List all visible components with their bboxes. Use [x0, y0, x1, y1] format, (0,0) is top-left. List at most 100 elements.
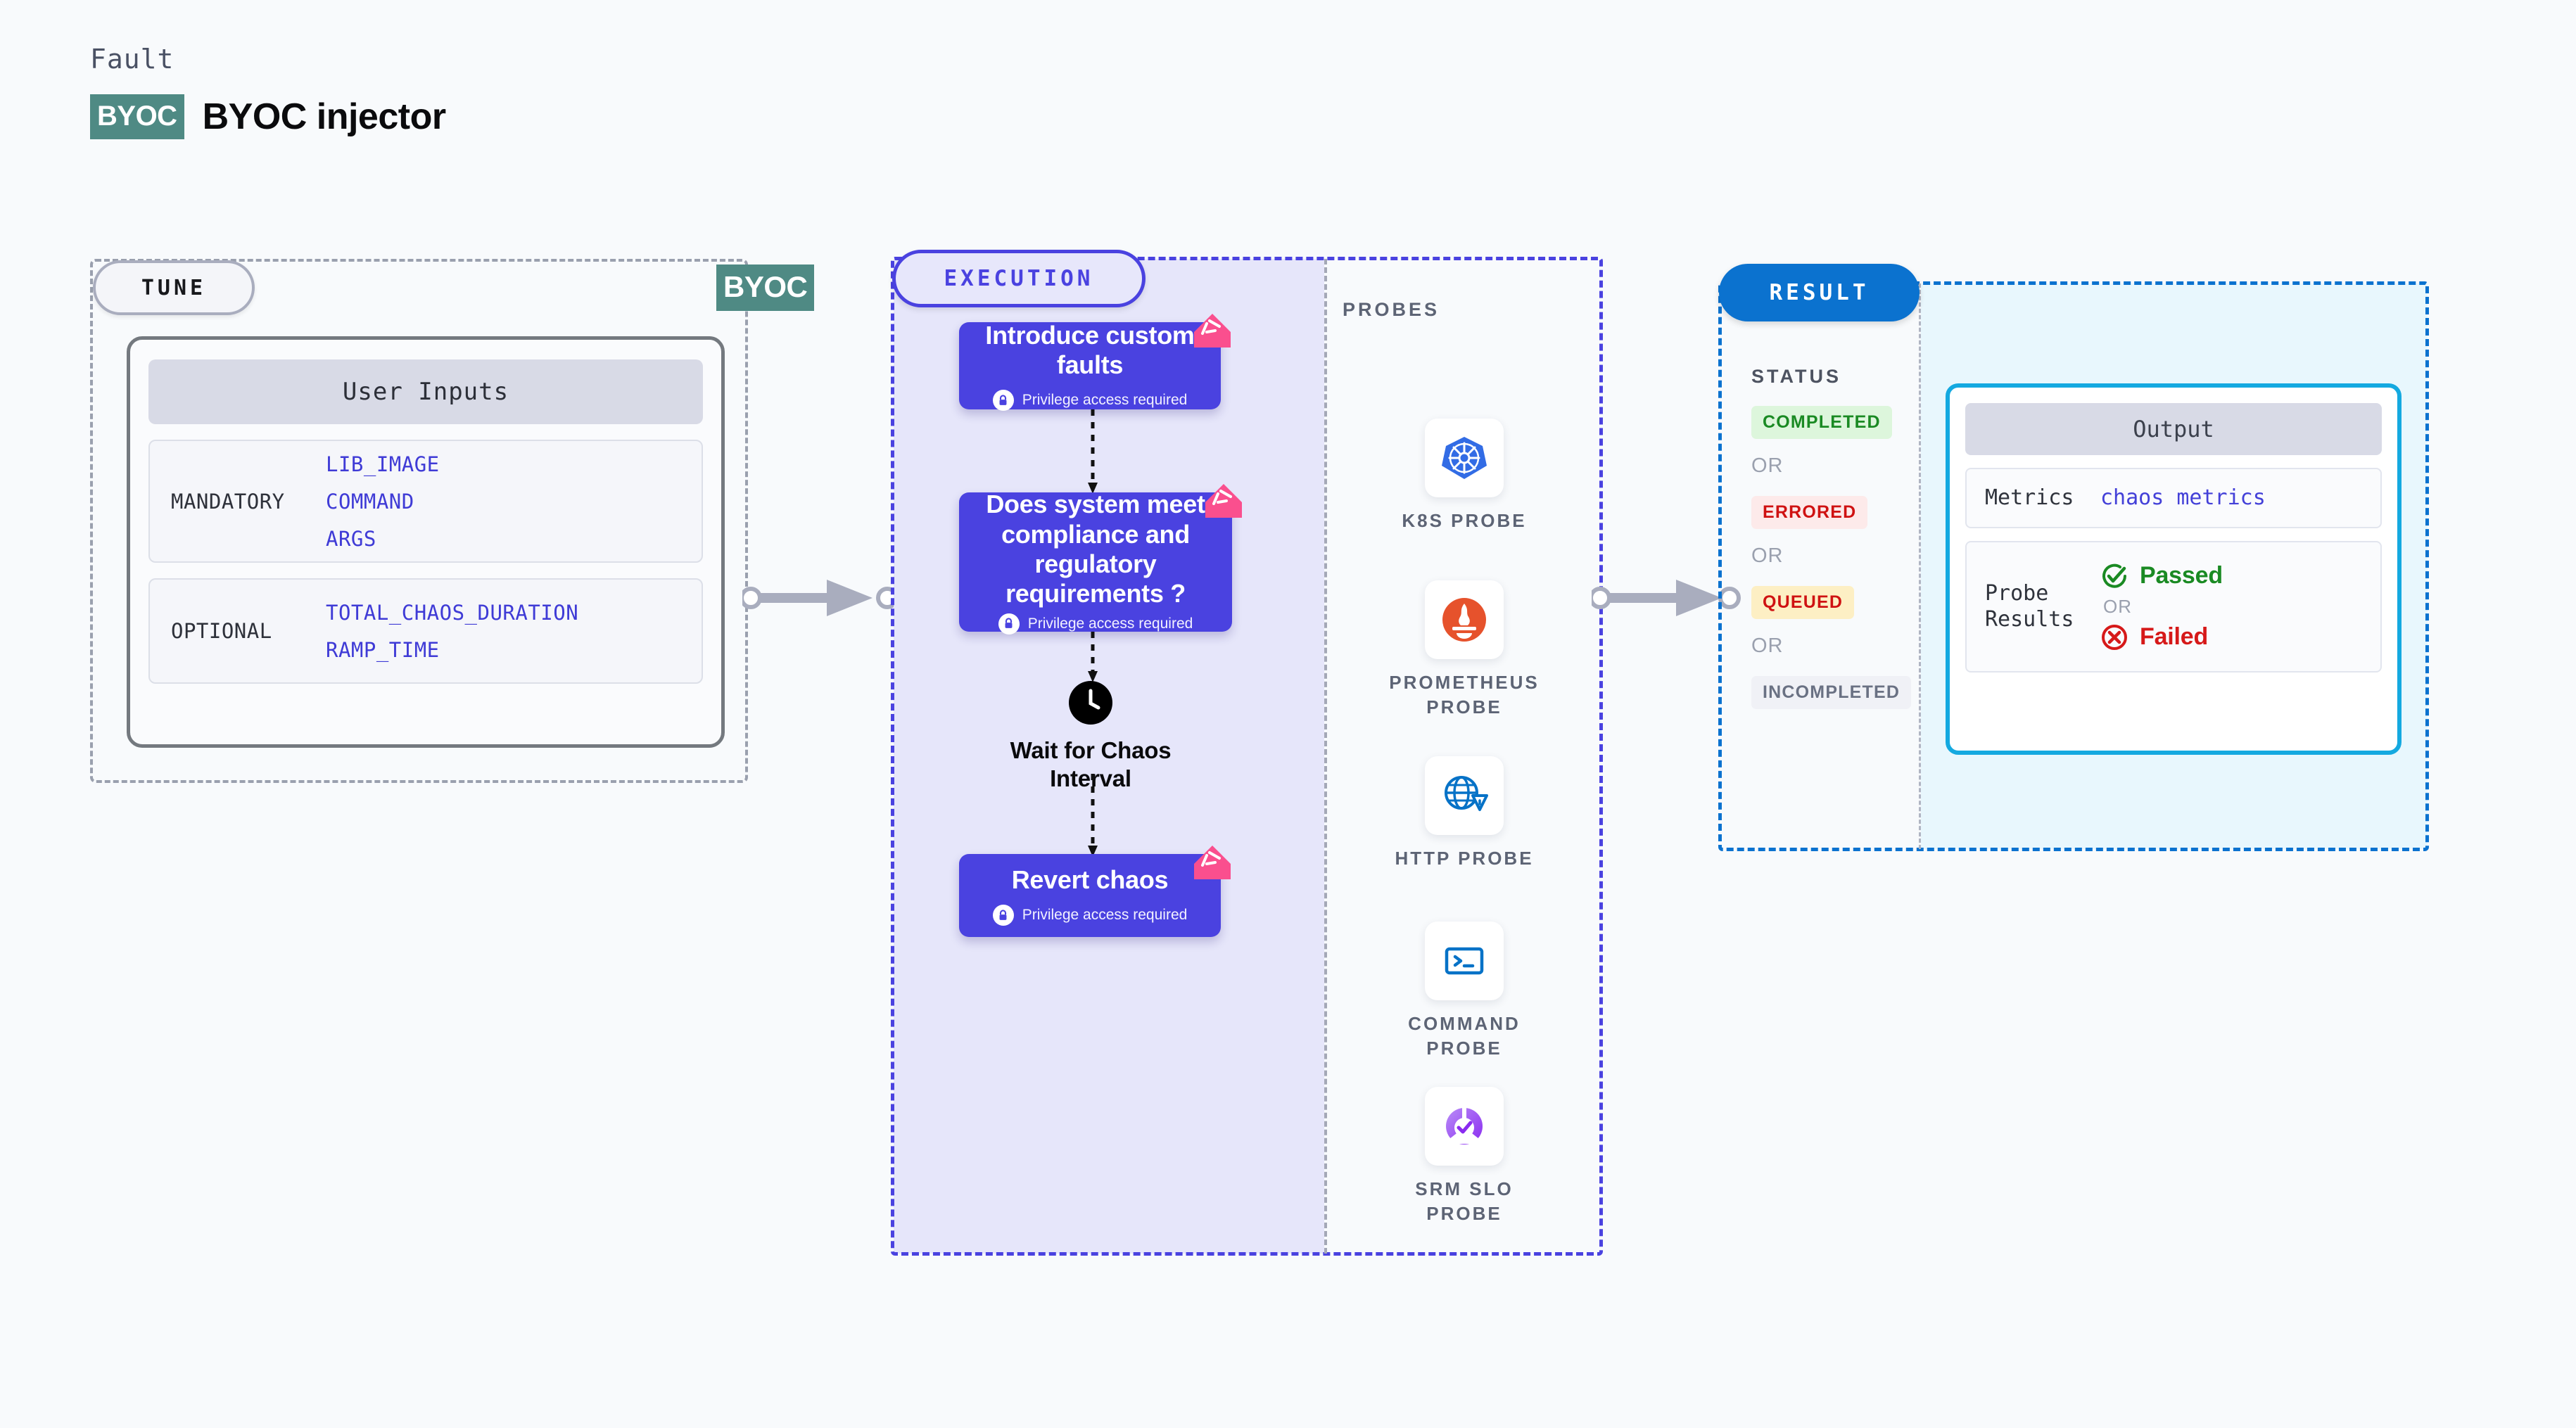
probe-results-label-text: Probe Results — [1985, 580, 2074, 632]
check-circle-icon — [2102, 563, 2126, 588]
optional-group: OPTIONAL TOTAL_CHAOS_DURATION RAMP_TIME — [148, 578, 703, 684]
input-lib-image[interactable]: LIB_IMAGE — [326, 452, 440, 476]
probes-divider — [1324, 259, 1327, 1254]
probe-tile — [1425, 1087, 1504, 1166]
arrow-node1-to-node2 — [1088, 409, 1098, 494]
page-title: BYOC injector — [202, 96, 447, 137]
mandatory-label: MANDATORY — [171, 489, 285, 514]
probe-tile — [1425, 922, 1504, 1000]
prometheus-icon — [1442, 598, 1486, 642]
output-probe-results-row: Probe Results Passed OR Failed — [1965, 540, 2382, 672]
privilege-note-text: Privilege access required — [1027, 615, 1193, 632]
node-revert-chaos[interactable]: Revert chaos Privilege access required — [959, 846, 1231, 937]
privilege-note: Privilege access required — [998, 613, 1193, 635]
probe-label: PROMETHEUS PROBE — [1389, 672, 1540, 718]
node-title: Does system meet compliance and regulato… — [986, 490, 1205, 608]
fault-kicker: Fault — [90, 44, 175, 75]
terminal-icon — [1445, 947, 1484, 975]
page-header: Fault BYOC BYOC injector — [90, 44, 446, 139]
input-ramp-time[interactable]: RAMP_TIME — [326, 637, 440, 662]
privilege-note-text: Privilege access required — [1022, 392, 1188, 409]
lock-icon — [992, 390, 1014, 412]
or-label: OR — [1751, 635, 1784, 657]
input-command[interactable]: COMMAND — [326, 489, 414, 514]
node-compliance-check[interactable]: Does system meet compliance and regulato… — [959, 484, 1242, 635]
byoc-edge-chip: BYOC — [716, 264, 815, 311]
x-circle-icon — [2102, 624, 2127, 650]
lock-icon — [992, 905, 1014, 926]
tune-panel — [90, 259, 748, 783]
output-metrics-row: Metrics chaos metrics — [1965, 468, 2382, 528]
output-card: Output Metrics chaos metrics Probe Resul… — [1946, 383, 2401, 755]
title-row: BYOC BYOC injector — [90, 94, 446, 139]
chaos-badge-icon — [1194, 846, 1231, 879]
probe-results-values: Passed OR Failed — [2100, 562, 2223, 651]
status-badge-errored: ERRORED — [1751, 496, 1868, 529]
probe-http[interactable]: HTTP PROBE — [1383, 756, 1545, 871]
probe-results-label: Probe Results — [1967, 580, 2100, 633]
user-inputs-card: User Inputs MANDATORY LIB_IMAGE COMMAND … — [127, 336, 725, 748]
probe-label: COMMAND PROBE — [1408, 1013, 1521, 1059]
probe-label: SRM SLO PROBE — [1415, 1178, 1514, 1225]
probes-section-label: PROBES — [1343, 299, 1440, 320]
node-title: Revert chaos — [1011, 865, 1169, 894]
probe-result-failed: Failed — [2100, 623, 2223, 651]
tune-pill: TUNE — [93, 260, 255, 315]
privilege-note-text: Privilege access required — [1022, 907, 1188, 924]
probe-result-or: OR — [2103, 595, 2132, 617]
connector-execution-to-result — [1592, 580, 1741, 616]
status-badge-completed: COMPLETED — [1751, 406, 1892, 439]
execution-background — [894, 259, 1324, 1254]
passed-label: Passed — [2140, 562, 2223, 589]
lock-icon — [998, 613, 1020, 635]
result-panel — [1718, 281, 2429, 851]
probe-tile — [1425, 756, 1504, 835]
arrow-node2-to-clock — [1088, 632, 1098, 682]
connector-tune-to-execution — [742, 580, 899, 616]
failed-label: Failed — [2140, 623, 2209, 650]
or-label: OR — [1751, 454, 1784, 477]
execution-pill: EXECUTION — [892, 250, 1146, 307]
user-inputs-title: User Inputs — [148, 359, 703, 424]
result-pill: RESULT — [1719, 264, 1920, 321]
byoc-chip: BYOC — [90, 94, 184, 139]
node-introduce-custom-faults[interactable]: Introduce custom faults Privilege access… — [959, 314, 1231, 412]
status-output-divider — [1919, 283, 1921, 849]
mandatory-values: LIB_IMAGE COMMAND ARGS — [326, 452, 440, 551]
optional-values: TOTAL_CHAOS_DURATION RAMP_TIME — [326, 601, 578, 662]
or-label: OR — [1751, 544, 1784, 567]
input-total-chaos-duration[interactable]: TOTAL_CHAOS_DURATION — [326, 600, 579, 625]
http-globe-icon — [1445, 776, 1488, 811]
status-badge-incompleted: INCOMPLETED — [1751, 676, 1912, 709]
output-title: Output — [1965, 403, 2382, 455]
input-args[interactable]: ARGS — [326, 526, 376, 551]
probe-label: HTTP PROBE — [1395, 848, 1534, 869]
probe-tile — [1425, 580, 1504, 659]
srm-slo-icon — [1446, 1108, 1483, 1145]
probe-label: K8S PROBE — [1402, 510, 1527, 531]
probe-k8s[interactable]: K8S PROBE — [1383, 419, 1545, 533]
optional-label: OPTIONAL — [171, 619, 272, 643]
metrics-value[interactable]: chaos metrics — [2100, 485, 2266, 511]
probe-result-passed: Passed — [2100, 562, 2223, 590]
probe-command[interactable]: COMMAND PROBE — [1383, 922, 1545, 1061]
chaos-badge-icon — [1194, 314, 1231, 348]
probe-srm-slo[interactable]: SRM SLO PROBE — [1383, 1087, 1545, 1226]
clock-icon — [1069, 681, 1112, 725]
clock-label: Wait for Chaos Interval — [1010, 737, 1172, 791]
privilege-note: Privilege access required — [992, 390, 1188, 412]
metrics-label: Metrics — [1985, 485, 2074, 510]
chaos-badge-icon — [1205, 484, 1242, 518]
node-wait-for-chaos-interval[interactable]: Wait for Chaos Interval — [1003, 681, 1179, 792]
node-title: Introduce custom faults — [985, 320, 1195, 379]
status-badge-queued: QUEUED — [1751, 586, 1855, 619]
status-column: STATUS COMPLETED OR ERRORED OR QUEUED OR… — [1751, 366, 1913, 709]
kubernetes-icon — [1442, 437, 1487, 479]
probe-tile — [1425, 419, 1504, 497]
execution-probes-panel — [891, 257, 1603, 1256]
mandatory-group: MANDATORY LIB_IMAGE COMMAND ARGS — [148, 440, 703, 563]
probe-prometheus[interactable]: PROMETHEUS PROBE — [1383, 580, 1545, 720]
privilege-note: Privilege access required — [992, 905, 1188, 926]
status-heading: STATUS — [1751, 366, 1841, 387]
